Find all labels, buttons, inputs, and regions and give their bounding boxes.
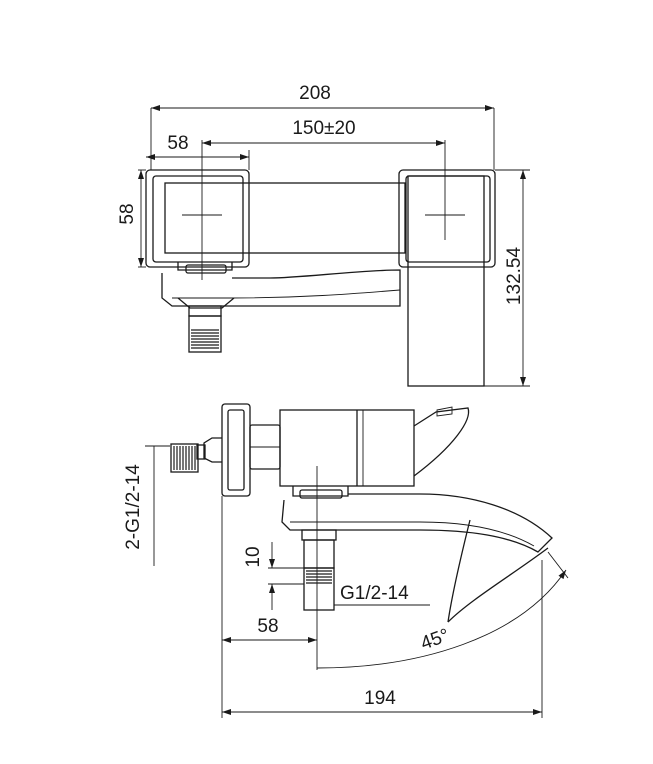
dim-194-label: 194 xyxy=(364,688,396,709)
dim-58-lower-label: 58 xyxy=(257,616,278,637)
top-view: 208 150±20 58 58 132.54 xyxy=(117,83,530,387)
dim-58-top-label: 58 xyxy=(167,133,188,154)
dim-208-label: 208 xyxy=(299,83,331,104)
inlet-thread-label: 2-G1/2-14 xyxy=(123,464,144,550)
dim-10-label: 10 xyxy=(243,546,264,567)
dim-58-side-label: 58 xyxy=(117,203,138,224)
side-outlet-thread xyxy=(306,570,332,584)
inlet-thread xyxy=(173,446,196,470)
top-outlet-thread xyxy=(191,329,219,349)
outlet-thread-label: G1/2-14 xyxy=(340,583,409,604)
side-view: 45° 2-G1/2-14 10 G1/2-14 58 194 xyxy=(123,403,569,718)
dim-132-label: 132.54 xyxy=(504,247,525,306)
dim-150-label: 150±20 xyxy=(292,118,355,139)
